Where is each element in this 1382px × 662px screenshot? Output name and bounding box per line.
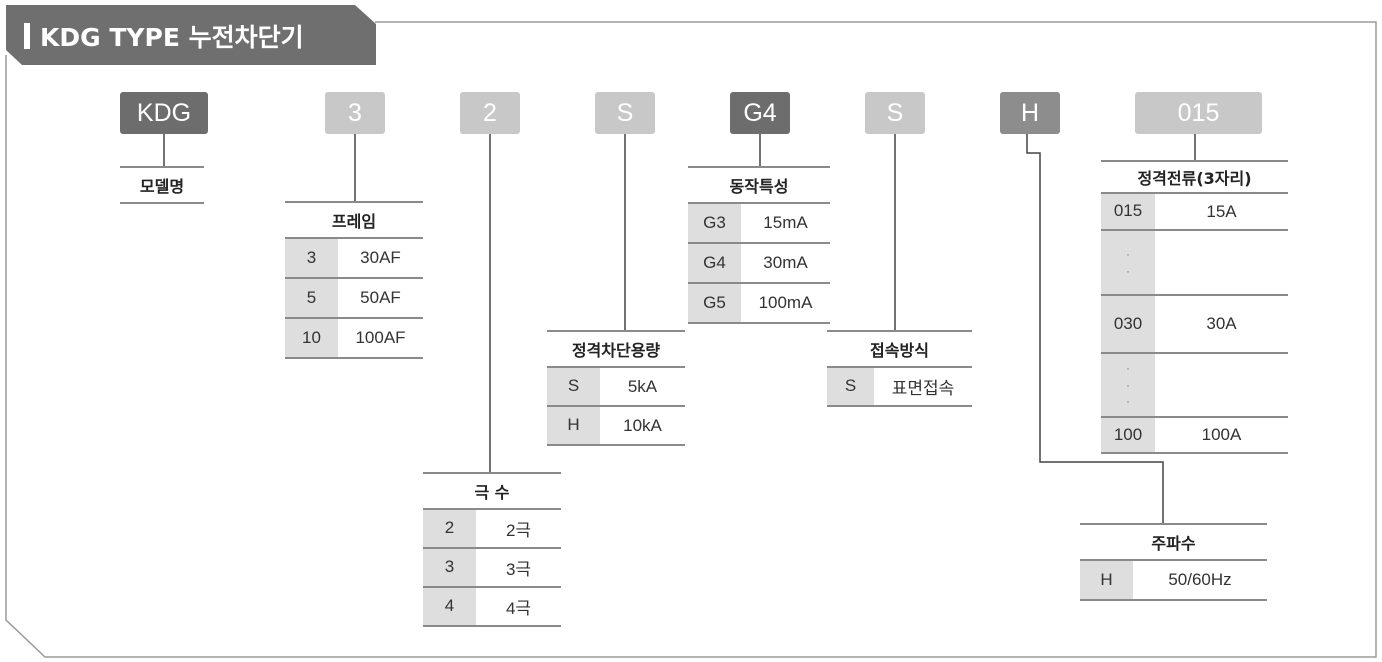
table-title: 접속방식 [827, 332, 972, 368]
row-value: 30A [1206, 314, 1237, 333]
code-breaking: S [595, 92, 655, 134]
table-title: 정격차단용량 [547, 332, 685, 368]
table-row: S 5kA [547, 368, 685, 407]
table-rated-current: 정격전류(3자리)015 15A · ·030 30A · · ·100 100A [1101, 160, 1288, 454]
row-code: · · [1101, 231, 1155, 294]
table-title: 극 수 [423, 474, 561, 510]
header-banner [6, 5, 376, 65]
table-title: 프레임 [285, 203, 423, 239]
page-title-text: KDG TYPE 누전차단기 [40, 23, 304, 52]
row-value: 100mA [758, 293, 813, 312]
table-row: 3 3극 [423, 549, 561, 588]
row-value: 50AF [360, 288, 401, 307]
row-code: 5 [285, 279, 338, 317]
row-value: 3극 [505, 560, 532, 579]
table-model: 모델명 [120, 166, 204, 204]
table-title: 모델명 [120, 168, 204, 204]
code-frame: 3 [325, 92, 385, 134]
table-row: G4 30mA [688, 244, 830, 284]
row-value: 10kA [623, 415, 662, 435]
table-row: H 50/60Hz [1080, 561, 1267, 601]
table-row: G5 100mA [688, 284, 830, 324]
row-value [1155, 354, 1288, 416]
table-row: 030 30A [1101, 296, 1288, 354]
row-code: 015 [1101, 194, 1155, 229]
row-code: 3 [423, 549, 476, 586]
row-code: G4 [688, 244, 741, 282]
table-row: 4 4극 [423, 588, 561, 627]
row-code: H [1080, 561, 1133, 599]
table-row: 2 2극 [423, 510, 561, 549]
row-code: G3 [688, 204, 741, 242]
row-code: H [547, 407, 600, 444]
code-connection: S [865, 92, 925, 134]
table-title: 동작특성 [688, 168, 830, 204]
table-title: 주파수 [1080, 525, 1267, 561]
row-code: G5 [688, 284, 741, 322]
code-current: 015 [1135, 92, 1262, 134]
title-bar-icon [24, 23, 30, 49]
row-value: 15A [1206, 201, 1237, 221]
table-row: · · · [1101, 354, 1288, 418]
table-row: G3 15mA [688, 204, 830, 244]
page-title: KDG TYPE 누전차단기 [24, 14, 304, 58]
table-row: · · [1101, 231, 1288, 296]
row-value: 50/60Hz [1168, 570, 1232, 589]
row-value: 4극 [505, 599, 532, 618]
row-code: 3 [285, 239, 338, 277]
connector-lines [163, 134, 1196, 523]
row-value: 100A [1201, 425, 1242, 444]
code-sensitivity: G4 [730, 92, 790, 134]
row-code: 100 [1101, 418, 1155, 452]
row-value [1155, 231, 1288, 294]
row-code: S [547, 368, 600, 405]
table-row: 5 50AF [285, 279, 423, 319]
row-value: 표면접속 [891, 379, 955, 398]
code-model: KDG [120, 92, 208, 134]
table-row: 015 15A [1101, 194, 1288, 231]
table-row: 3 30AF [285, 239, 423, 279]
row-code: 030 [1101, 296, 1155, 352]
row-value: 30mA [763, 253, 808, 272]
row-code: S [827, 368, 874, 405]
table-row: 100 100A [1101, 418, 1288, 454]
table-title: 정격전류(3자리) [1101, 162, 1288, 194]
row-value: 30AF [360, 248, 401, 267]
row-code: 4 [423, 588, 476, 625]
row-code: 10 [285, 319, 338, 357]
row-value: 5kA [627, 376, 658, 396]
table-row: H 10kA [547, 407, 685, 446]
table-row: S 표면접속 [827, 368, 972, 407]
row-code: · · · [1101, 354, 1155, 416]
row-value: 100AF [355, 328, 406, 347]
code-frequency: H [1000, 92, 1060, 134]
row-value: 15mA [763, 213, 808, 232]
row-value: 2극 [505, 521, 532, 540]
code-poles: 2 [460, 92, 520, 134]
table-row: 10 100AF [285, 319, 423, 359]
row-code: 2 [423, 510, 476, 547]
